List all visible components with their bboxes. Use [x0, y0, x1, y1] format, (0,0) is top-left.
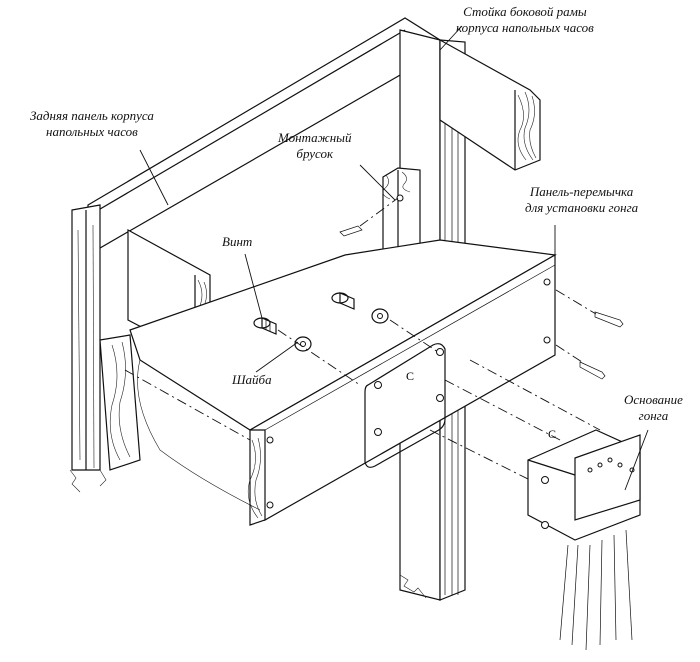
label-side-frame-post: Стойка боковой рамы корпуса напольных ча…	[456, 4, 594, 36]
label-washer: Шайба	[232, 372, 272, 387]
label-gong-base-line1: Основание	[624, 392, 683, 407]
label-side-frame-post-line1: Стойка боковой рамы	[463, 4, 587, 19]
label-crossbar-panel: Панель-перемычка для установки гонга	[525, 184, 638, 216]
gong-base	[527, 429, 641, 651]
back-panel	[69, 17, 441, 493]
label-mounting-block-line1: Монтажный	[278, 130, 352, 145]
screw-washer-middle	[331, 292, 439, 353]
label-side-frame-post-line2: корпуса напольных часов	[456, 20, 594, 35]
centerline-mark-2: C	[548, 427, 556, 441]
label-gong-base: Основание гонга	[624, 392, 683, 424]
wood-screws-right	[555, 289, 624, 380]
label-back-panel: Задняя панель корпуса напольных часов	[30, 108, 154, 140]
label-crossbar-panel-line2: для установки гонга	[525, 200, 639, 215]
label-back-panel-line1: Задняя панель корпуса	[30, 108, 154, 123]
label-mounting-block: Монтажный брусок	[278, 130, 352, 162]
label-screw: Винт	[222, 234, 253, 249]
label-mounting-block-line2: брусок	[296, 146, 334, 161]
leader-lines	[139, 25, 649, 491]
label-crossbar-panel-line1: Панель-перемычка	[529, 184, 634, 199]
centerline-marks: C C	[406, 369, 556, 441]
label-back-panel-line2: напольных часов	[46, 124, 138, 139]
centerline-mark-1: C	[406, 369, 414, 383]
label-gong-base-line2: гонга	[638, 408, 669, 423]
centerlines	[124, 359, 601, 486]
crossbar-panel	[129, 239, 557, 526]
